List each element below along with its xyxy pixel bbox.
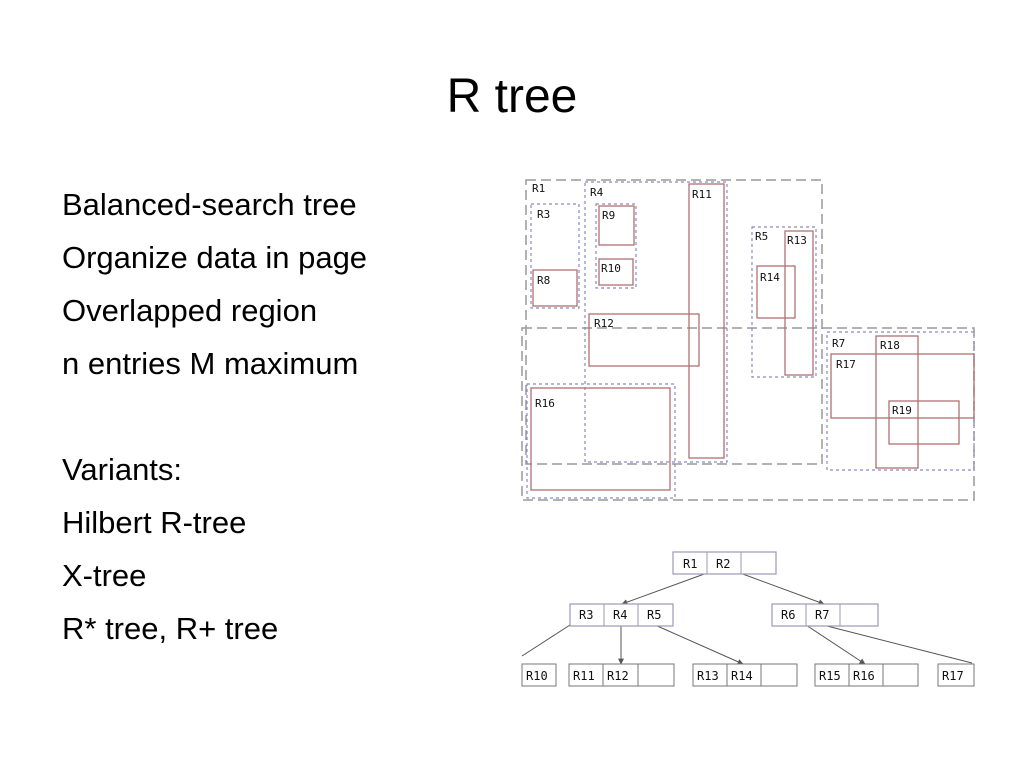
bullet-item: Balanced-search tree — [62, 187, 357, 222]
tree-leaf: R15 R16 — [814, 663, 919, 687]
region-r8 — [532, 269, 578, 307]
node-entry: R17 — [942, 669, 964, 683]
region-label: R19 — [892, 404, 912, 417]
tree-edge — [739, 572, 825, 605]
node-entry: R10 — [526, 669, 548, 683]
region-r13 — [784, 230, 814, 376]
tree-edge — [822, 624, 973, 664]
tree-node-l1-a: R3 R4 R5 — [569, 603, 674, 627]
region-r5 — [751, 226, 817, 378]
bullet-item: X-tree — [62, 558, 147, 593]
region-diagram: R1 R3 R4 R5 R7 R8 R9 R10 R11 R12 R13 R14… — [521, 179, 975, 501]
bullet-item: Hilbert R-tree — [62, 505, 247, 540]
bullet-item: Overlapped region — [62, 293, 318, 328]
bullet-list: Balanced-search tree Organize data in pa… — [62, 178, 367, 655]
region-label: R9 — [602, 209, 615, 222]
tree-node-root: R1 R2 — [672, 551, 777, 575]
region-r9 — [598, 205, 635, 246]
node-entry: R2 — [716, 557, 730, 571]
node-entry: R3 — [579, 608, 593, 622]
bullet-item: R* tree, R+ tree — [62, 611, 279, 646]
tree-node-l1-b: R6 R7 — [771, 603, 879, 627]
node-entry: R16 — [853, 669, 875, 683]
region-label: R17 — [836, 358, 856, 371]
region-label: R8 — [537, 274, 550, 287]
region-label: R4 — [590, 186, 604, 199]
region-r11 — [688, 183, 725, 459]
region-label: R11 — [692, 188, 712, 201]
region-r10 — [598, 258, 634, 286]
tree-diagram: R1 R2 R3 R4 R5 R6 R7 R10 — [521, 551, 975, 687]
region-r19 — [888, 400, 960, 445]
region-r12 — [588, 313, 700, 367]
tree-edge — [805, 624, 866, 665]
region-label: R5 — [755, 230, 768, 243]
tree-leaf: R17 — [937, 663, 975, 687]
region-label: R14 — [760, 271, 780, 284]
region-label: R13 — [787, 234, 807, 247]
region-label: R10 — [601, 262, 621, 275]
region-label: R12 — [594, 317, 614, 330]
node-entry: R14 — [731, 669, 753, 683]
bullet-item: n entries M maximum — [62, 346, 359, 381]
tree-leaf: R13 R14 — [692, 663, 798, 687]
region-r9-group — [595, 203, 637, 289]
tree-edge — [654, 624, 744, 665]
node-entry: R15 — [819, 669, 841, 683]
node-entry: R7 — [815, 608, 829, 622]
node-entry: R11 — [573, 669, 595, 683]
node-entry: R6 — [781, 608, 795, 622]
region-r4 — [584, 181, 728, 463]
region-label: R7 — [832, 337, 845, 350]
node-entry: R1 — [683, 557, 697, 571]
region-r14 — [756, 265, 796, 319]
region-r3 — [530, 203, 580, 309]
node-entry: R13 — [697, 669, 719, 683]
node-entry: R5 — [647, 608, 661, 622]
node-entry: R4 — [613, 608, 627, 622]
bullet-item: Organize data in page — [62, 240, 368, 275]
tree-leaf: R11 R12 — [568, 663, 675, 687]
region-r6 — [526, 383, 676, 499]
region-label: R18 — [880, 339, 900, 352]
region-r16 — [530, 387, 671, 491]
region-r17 — [830, 353, 975, 419]
tree-edge — [621, 572, 708, 605]
tree-edge — [521, 624, 571, 657]
node-entry: R12 — [607, 669, 629, 683]
region-label: R16 — [535, 397, 555, 410]
bullet-item: Variants: — [62, 452, 183, 487]
slide-title: R tree — [446, 70, 578, 123]
region-r2 — [521, 327, 975, 501]
region-label: R3 — [537, 208, 550, 221]
region-label: R1 — [532, 182, 545, 195]
region-r1 — [525, 179, 823, 465]
tree-leaf: R10 — [521, 663, 557, 687]
region-r18 — [875, 335, 919, 469]
